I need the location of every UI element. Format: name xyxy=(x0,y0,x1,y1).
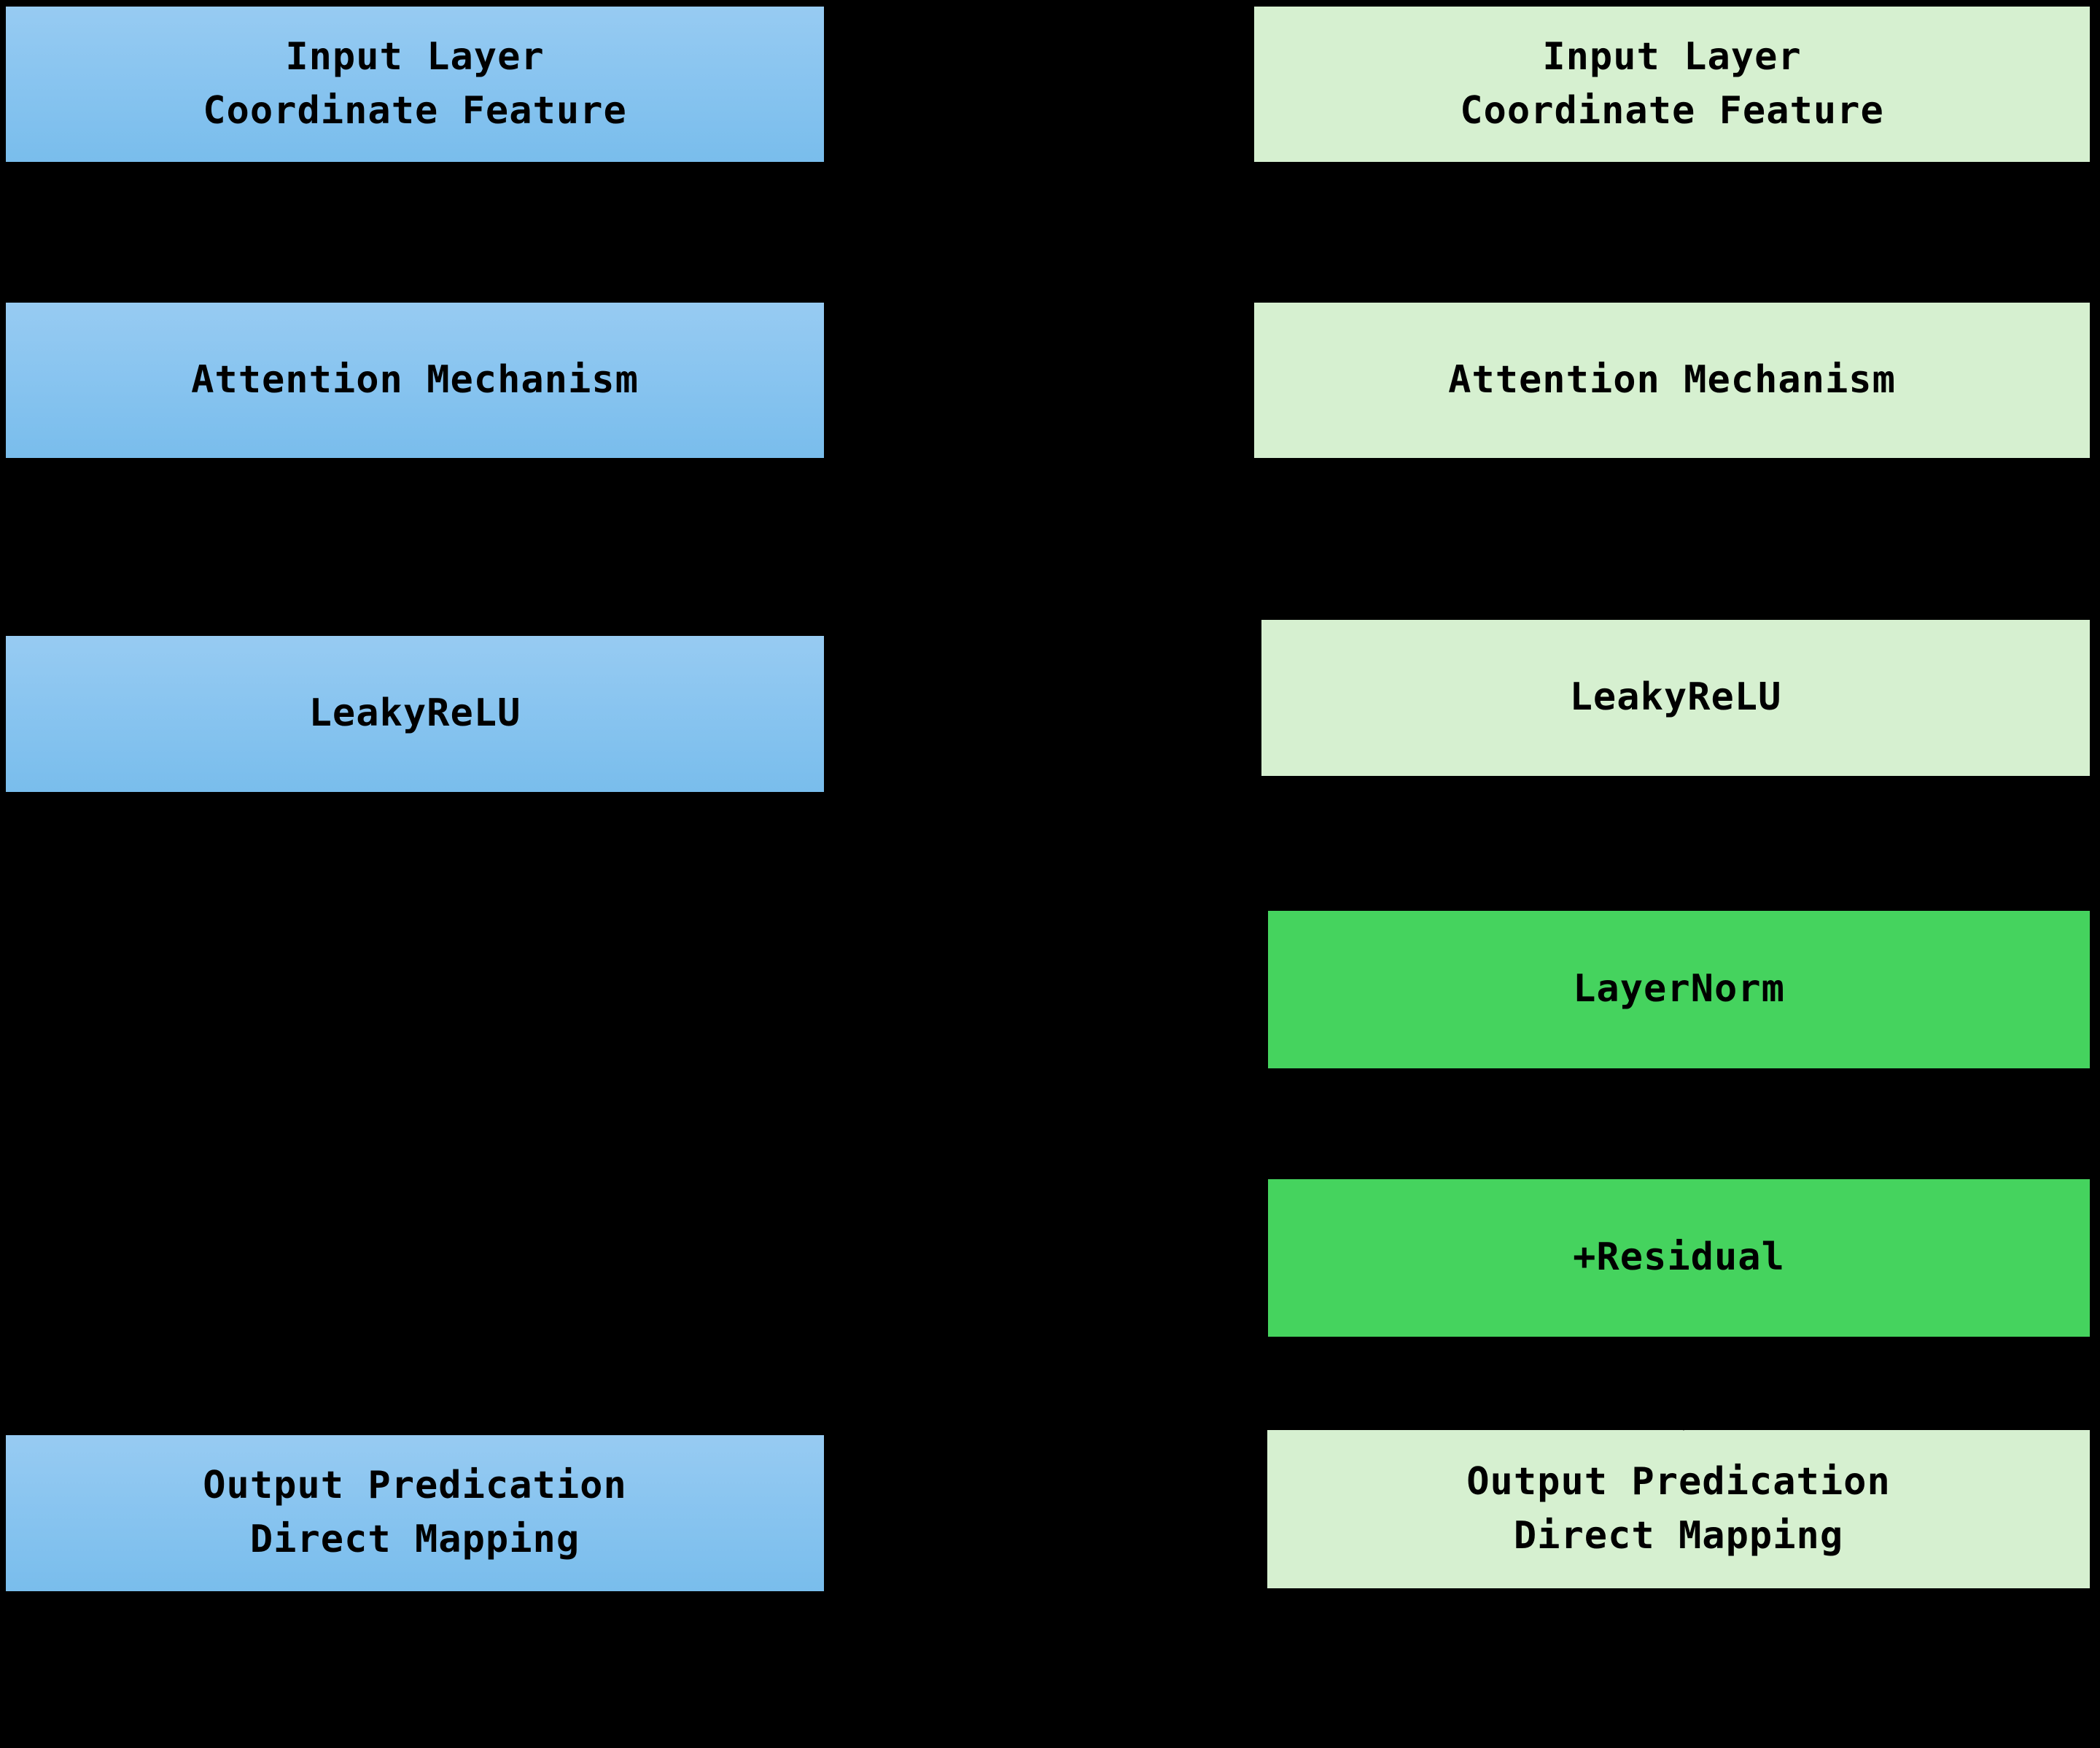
enhanced-pipeline-layernorm-box[interactable]: LayerNorm xyxy=(1268,911,2090,1068)
input-layer-label-line-1: Input Layer xyxy=(1542,34,1802,79)
input-layer-label-line-2: Coordinate Feature xyxy=(1460,88,1884,133)
enhanced-pipeline-attention-mechanism-box[interactable]: Attention Mechanism xyxy=(1254,303,2090,458)
enhanced-pipeline-residual-connection-box[interactable]: +Residual xyxy=(1268,1179,2090,1337)
enhanced-pipeline-leakyrelu-activation-box[interactable]: LeakyReLU xyxy=(1261,620,2090,776)
leakyrelu-activation-label-line-1: LeakyReLU xyxy=(308,691,521,736)
baseline-pipeline-attention-mechanism-box[interactable]: Attention Mechanism xyxy=(6,303,824,458)
output-predication-label-line-2: Direct Mapping xyxy=(249,1518,580,1561)
input-layer-label-line-2: Coordinate Feature xyxy=(203,88,627,133)
leakyrelu-activation-label-line-1: LeakyReLU xyxy=(1569,675,1782,720)
arrow-tip-down-icon xyxy=(1679,1422,1689,1431)
output-predication-label-line-2: Direct Mapping xyxy=(1513,1513,1844,1558)
input-layer-label-line-1: Input Layer xyxy=(285,34,545,79)
output-predication-label-line-1: Output Predication xyxy=(203,1464,627,1508)
residual-connection-label-line-1: +Residual xyxy=(1573,1235,1785,1280)
baseline-pipeline-leakyrelu-activation-box[interactable]: LeakyReLU xyxy=(6,636,824,792)
attention-mechanism-label-line-1: Attention Mechanism xyxy=(1448,357,1896,402)
output-predication-label-line-1: Output Predication xyxy=(1466,1459,1891,1504)
attention-mechanism-label-line-1: Attention Mechanism xyxy=(191,357,639,402)
layernorm-label-line-1: LayerNorm xyxy=(1573,967,1785,1011)
